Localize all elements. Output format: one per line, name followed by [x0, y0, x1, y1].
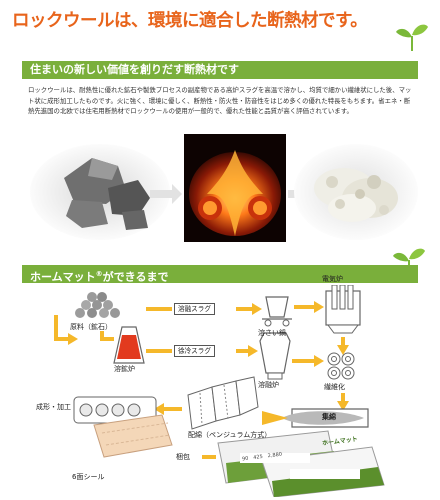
label-forming: 成形・加工 [36, 403, 71, 411]
label-six-side-seal: 6面シール [72, 473, 105, 481]
label-electric-furnace: 電気炉 [322, 275, 343, 283]
label-slag-ladle: 溶さい鍋 [258, 329, 286, 337]
process-photo-row [22, 132, 418, 244]
label-raw-ore: 原料（鉱石） [70, 323, 112, 331]
pendulum-distribution-graphic [187, 376, 259, 430]
sealed-mat-graphic [93, 414, 173, 458]
section-header-value: 住まいの新しい価値を創りだす断熱材です [22, 61, 418, 79]
section-header-process: ホームマット®ができるまで [22, 265, 418, 283]
product-packages-graphic [217, 430, 385, 497]
label-blast-furnace: 溶鉱炉 [114, 365, 135, 373]
section-header-suffix: ができるまで [102, 270, 169, 283]
manufacturing-flow-diagram: 原料（鉱石） 溶融スラグ 徐冷スラグ 溶鉱炉 溶さい鍋 溶融炉 電気炉 繊維化 … [22, 275, 418, 497]
label-melting-furnace: 溶融炉 [258, 381, 279, 389]
forming-rolls-graphic [73, 396, 157, 424]
raw-ore-pile [75, 292, 120, 318]
label-cooled-slag: 徐冷スラグ [174, 345, 215, 357]
electric-furnace-graphic [325, 285, 361, 334]
molten-slag-photo [184, 134, 286, 242]
slag-ladle-graphic [262, 296, 292, 327]
ore-rocks-photo [30, 144, 170, 240]
rockwool-photo [294, 144, 418, 240]
intro-paragraph: ロックウールは、耐熱性に優れた鉱石や製鉄プロセスの副産物である高炉スラグを高温で… [28, 86, 412, 115]
melting-furnace-graphic [259, 332, 291, 380]
section-header-brand: ホームマット [30, 270, 96, 283]
label-fiberize: 繊維化 [324, 383, 345, 391]
label-pendulum: 配綿（ペンジュラム方式） [188, 431, 272, 439]
page-headline: ロックウールは、環境に適合した断熱材です。 [12, 11, 368, 31]
sprout-icon [396, 24, 428, 51]
collecting-chamber-graphic [262, 408, 369, 428]
registered-mark: ® [95, 270, 103, 278]
label-collect: 集綿 [322, 413, 336, 421]
blast-furnace-graphic [113, 326, 145, 364]
fiberizing-spinner-graphic [327, 352, 355, 380]
label-packing: 梱包 [176, 453, 190, 461]
label-molten-slag: 溶融スラグ [174, 303, 215, 315]
